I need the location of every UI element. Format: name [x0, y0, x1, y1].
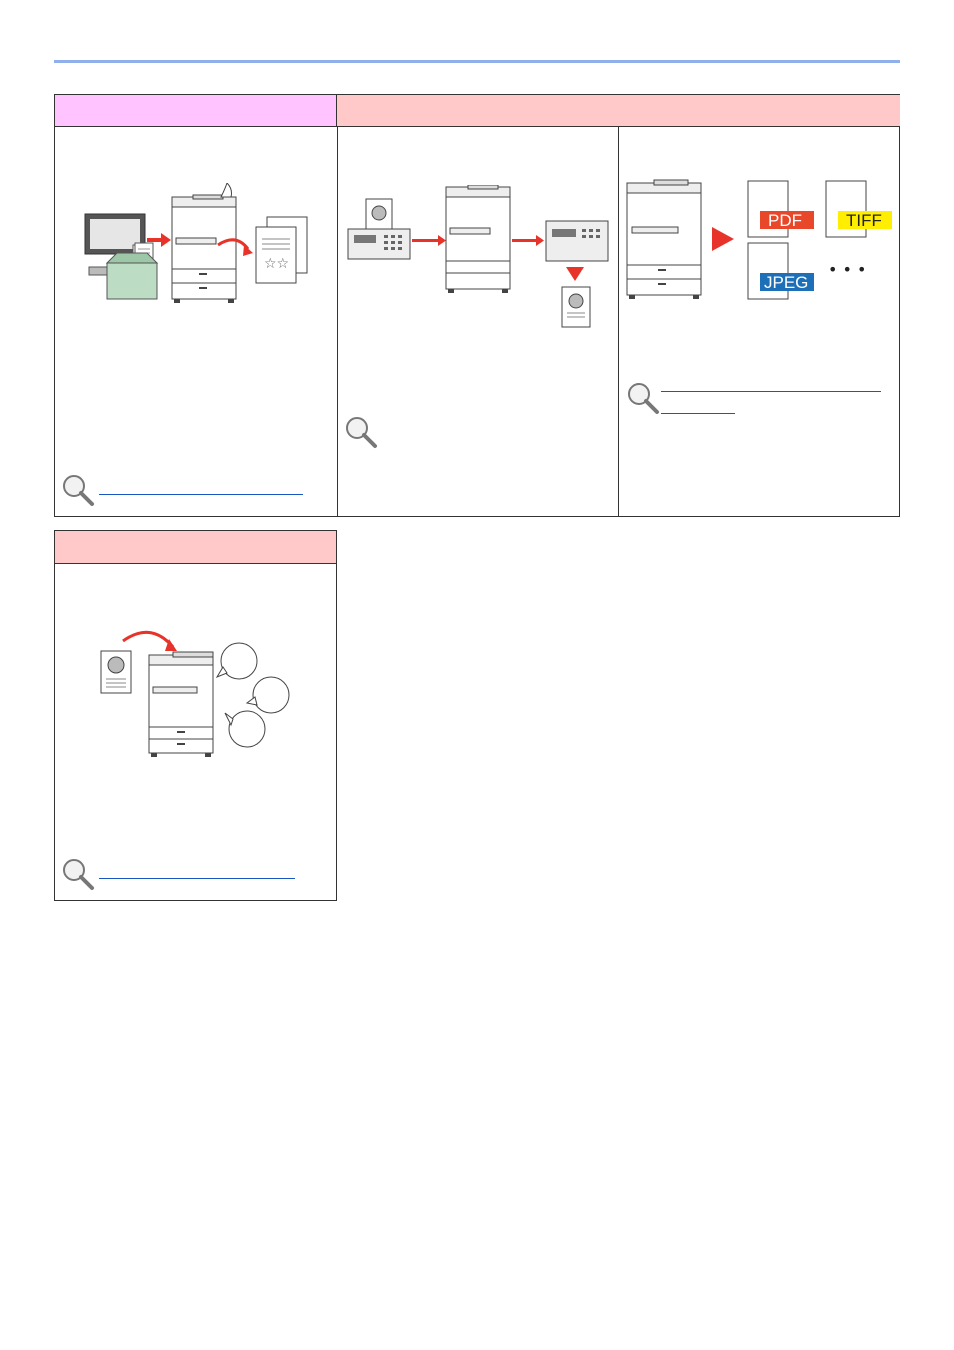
document-icon — [100, 650, 132, 694]
speech-bubble-icon — [224, 710, 266, 748]
svg-text:☆☆: ☆☆ — [264, 256, 289, 272]
reference-link-language[interactable] — [61, 857, 295, 891]
header-cell-fax — [337, 95, 900, 127]
fax-machine-icon — [347, 198, 411, 260]
language-illustration — [100, 630, 290, 757]
link-underline[interactable] — [661, 391, 881, 392]
document-icon: TIFF — [825, 180, 892, 238]
magnifier-icon — [63, 859, 94, 890]
pc-print-illustration: ☆☆ — [84, 183, 308, 303]
fax-machine-icon — [545, 220, 609, 262]
document-icon: PDF — [747, 180, 814, 238]
printer-icon — [171, 183, 237, 303]
scan-formats-illustration: PDF TIFF JPEG • • • — [626, 179, 892, 300]
reference-link-scan[interactable] — [626, 381, 660, 415]
features-table-bottom — [54, 530, 337, 901]
top-rule — [54, 60, 900, 63]
magnifier-icon — [63, 475, 94, 506]
arrow-icon — [122, 630, 175, 648]
magnifier-icon — [346, 417, 377, 448]
pdf-badge — [760, 211, 814, 229]
link-underline[interactable] — [99, 478, 303, 495]
jpeg-label: JPEG — [764, 273, 808, 292]
header-cell-bottom — [55, 531, 336, 564]
printer-icon — [445, 185, 511, 293]
document-icon: ☆☆ — [255, 216, 308, 284]
pdf-label: PDF — [768, 211, 802, 230]
reference-link-print[interactable] — [61, 473, 303, 507]
computer-icon — [84, 213, 146, 276]
tiff-label: TIFF — [846, 211, 882, 230]
header-cell-print — [55, 95, 337, 127]
arrow-icon — [147, 233, 171, 247]
arrow-icon — [566, 267, 584, 281]
magnifier-icon — [628, 383, 659, 414]
speech-bubble-icon — [245, 676, 290, 714]
reference-link-fax — [344, 415, 378, 449]
fax-forward-illustration — [347, 185, 609, 328]
document-icon: JPEG — [747, 242, 814, 300]
document-icon — [561, 286, 591, 328]
printer-icon — [148, 651, 214, 757]
column-divider — [337, 127, 338, 516]
column-divider — [618, 127, 619, 516]
link-underline[interactable] — [99, 862, 295, 879]
arrow-icon — [712, 227, 734, 251]
link-underline[interactable] — [661, 413, 735, 414]
more-formats-ellipsis: • • • — [828, 260, 866, 279]
arrow-icon — [412, 235, 446, 246]
features-table-top: ☆☆ — [54, 94, 900, 517]
printer-icon — [626, 179, 702, 299]
tiff-badge — [838, 211, 892, 229]
arrow-icon — [512, 235, 544, 246]
speech-bubble-icon — [215, 642, 258, 680]
jpeg-badge — [760, 273, 814, 291]
